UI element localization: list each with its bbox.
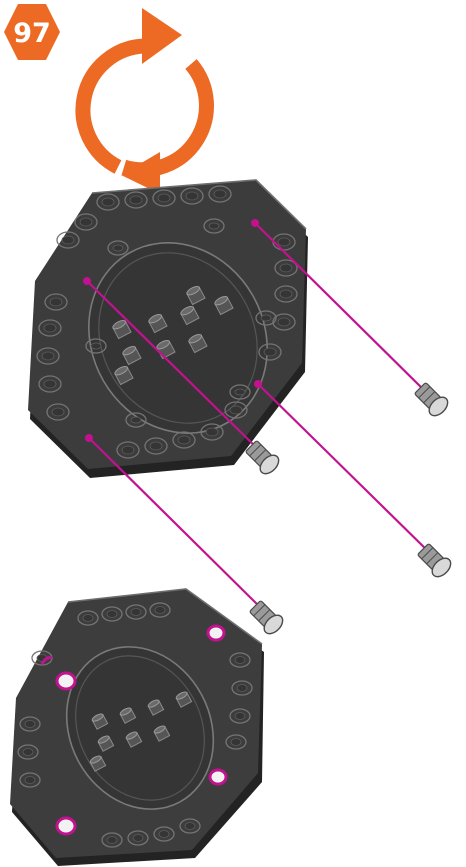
guide-dot-2 [83,277,91,285]
connector-pin [247,598,286,637]
step-number: 97 [13,18,51,49]
guide-dot-3 [254,380,262,388]
pin-target-hole [208,626,224,640]
connector-pin [415,541,454,580]
guide-dot-1 [251,219,259,227]
connector-pin [412,380,451,419]
guide-line-3 [258,384,434,557]
rotate-clockwise-icon [83,8,207,194]
pin-target-hole [57,673,75,689]
guide-dot-4 [85,434,93,442]
step-number-badge: 97 [4,4,60,60]
upper-octagonal-plate [28,180,308,478]
pin-target-hole [210,770,226,784]
lower-octagonal-plate [10,589,264,866]
pin-target-hole [57,818,75,834]
